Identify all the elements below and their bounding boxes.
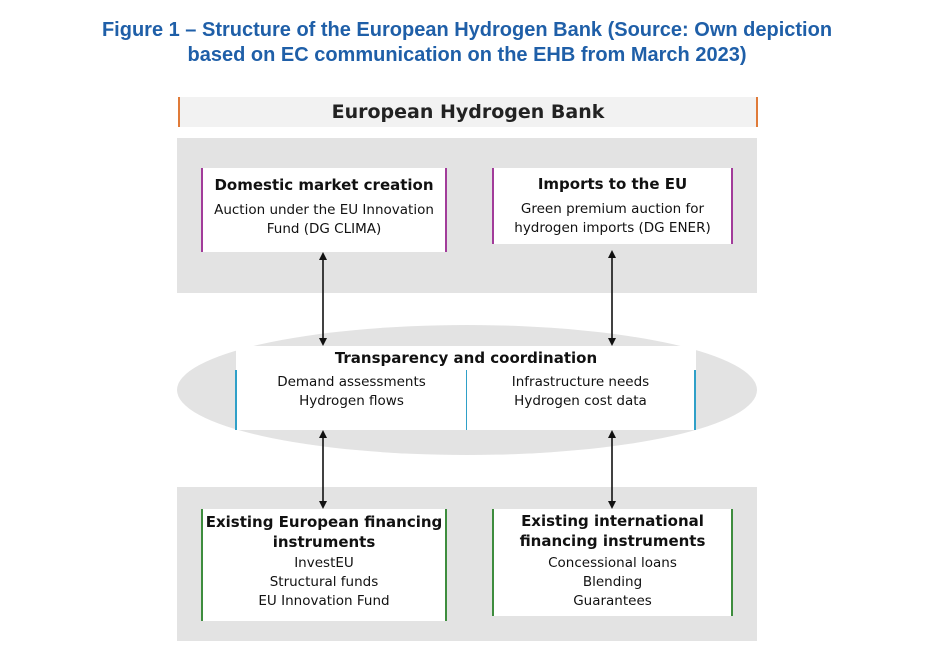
international-financing-box: Existing international financing instrum… bbox=[492, 509, 733, 616]
caption-line-2: based on EC communication on the EHB fro… bbox=[187, 44, 747, 66]
domestic-market-title: Domestic market creation bbox=[214, 176, 434, 194]
international-financing-item-2: Blending bbox=[582, 574, 643, 590]
imports-line-1: Green premium auction for bbox=[520, 201, 705, 217]
european-financing-box: Existing European financing instruments … bbox=[201, 509, 447, 621]
imports-title: Imports to the EU bbox=[537, 175, 688, 193]
caption-line-1: Figure 1 – Structure of the European Hyd… bbox=[101, 19, 833, 41]
transparency-title: Transparency and coordination bbox=[334, 349, 598, 367]
european-financing-title-2: instruments bbox=[272, 533, 376, 551]
imports-line-2: hydrogen imports (DG ENER) bbox=[514, 220, 711, 236]
european-financing-item-2: Structural funds bbox=[269, 574, 379, 590]
european-financing-title-1: Existing European financing bbox=[205, 513, 443, 531]
bank-title: European Hydrogen Bank bbox=[331, 101, 605, 123]
imports-box: Imports to the EU Green premium auction … bbox=[492, 168, 733, 244]
transparency-right-line-2: Hydrogen cost data bbox=[514, 393, 647, 409]
transparency-left-box: Demand assessments Hydrogen flows bbox=[235, 370, 467, 430]
transparency-left-line-1: Demand assessments bbox=[277, 374, 426, 390]
european-financing-item-1: InvestEU bbox=[294, 555, 354, 571]
transparency-right-box: Infrastructure needs Hydrogen cost data bbox=[466, 370, 696, 430]
bank-title-bar: European Hydrogen Bank bbox=[178, 97, 758, 127]
domestic-market-line-2: Fund (DG CLIMA) bbox=[266, 221, 382, 237]
international-financing-title-2: financing instruments bbox=[519, 532, 706, 550]
domestic-market-line-1: Auction under the EU Innovation bbox=[214, 202, 434, 218]
figure-caption: Figure 1 – Structure of the European Hyd… bbox=[0, 18, 934, 68]
transparency-title-box: Transparency and coordination bbox=[236, 346, 696, 370]
international-financing-item-3: Guarantees bbox=[573, 593, 652, 609]
transparency-left-line-2: Hydrogen flows bbox=[299, 393, 404, 409]
european-financing-item-3: EU Innovation Fund bbox=[258, 593, 390, 609]
international-financing-item-1: Concessional loans bbox=[548, 555, 677, 571]
domestic-market-box: Domestic market creation Auction under t… bbox=[201, 168, 447, 252]
transparency-right-line-1: Infrastructure needs bbox=[511, 374, 650, 390]
international-financing-title-1: Existing international bbox=[521, 512, 704, 530]
